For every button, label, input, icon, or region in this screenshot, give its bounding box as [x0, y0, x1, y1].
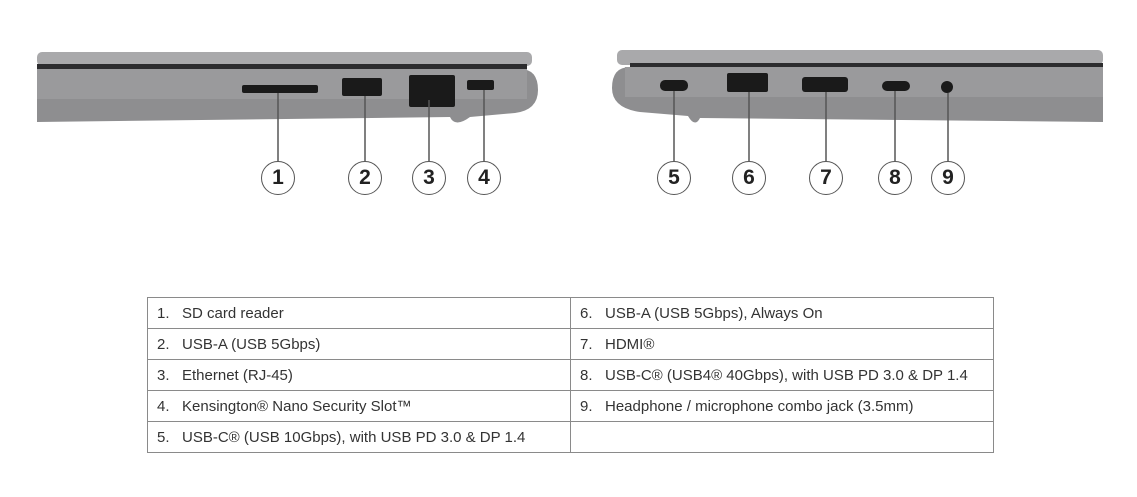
item-number: 6. [580, 304, 593, 322]
item-number: 2. [157, 335, 170, 353]
legend-item: 5. USB-C® (USB 10Gbps), with USB PD 3.0 &… [147, 421, 571, 453]
item-label: Ethernet (RJ-45) [182, 366, 293, 384]
table-row: 1. SD card reader 6. USB-A (USB 5Gbps), Al… [147, 297, 994, 329]
callout-9: 9 [931, 161, 965, 195]
table-row: 4. Kensington® Nano Security Slot™ 9. Head… [147, 390, 994, 422]
item-number: 9. [580, 397, 593, 415]
item-number: 4. [157, 397, 170, 415]
sd-card-slot [242, 85, 318, 93]
legend-item: 6. USB-A (USB 5Gbps), Always On [570, 297, 994, 329]
usb-c-port [660, 80, 688, 91]
table-row: 5. USB-C® (USB 10Gbps), with USB PD 3.0 &… [147, 421, 994, 453]
callout-3: 3 [412, 161, 446, 195]
legend-item: 1. SD card reader [147, 297, 571, 329]
item-label: Headphone / microphone combo jack (3.5mm… [605, 397, 914, 415]
callout-7: 7 [809, 161, 843, 195]
item-label: USB-C® (USB 10Gbps), with USB PD 3.0 & D… [182, 428, 526, 446]
security-slot [467, 80, 494, 90]
table-row: 3. Ethernet (RJ-45) 8. USB-C® (USB4® 40Gbp… [147, 359, 994, 391]
audio-jack [941, 81, 953, 93]
item-label: SD card reader [182, 304, 284, 322]
laptop-left-side [612, 50, 1103, 123]
laptop-side-views [37, 50, 1103, 161]
item-label: Kensington® Nano Security Slot™ [182, 397, 412, 415]
legend-item: 9. Headphone / microphone combo jack (3.5… [570, 390, 994, 422]
legend-item: 4. Kensington® Nano Security Slot™ [147, 390, 571, 422]
empty-cell [570, 421, 994, 453]
callout-5: 5 [657, 161, 691, 195]
ethernet-port [409, 75, 455, 107]
port-legend-table: 1. SD card reader 6. USB-A (USB 5Gbps), Al… [147, 297, 994, 453]
callout-8: 8 [878, 161, 912, 195]
hdmi-port [802, 77, 848, 92]
usb-a-port [727, 73, 768, 92]
item-number: 7. [580, 335, 593, 353]
legend-item: 2. USB-A (USB 5Gbps) [147, 328, 571, 360]
item-number: 5. [157, 428, 170, 446]
legend-item: 3. Ethernet (RJ-45) [147, 359, 571, 391]
legend-item: 7. HDMI® [570, 328, 994, 360]
item-label: USB-A (USB 5Gbps), Always On [605, 304, 823, 322]
item-number: 3. [157, 366, 170, 384]
usb-a-port [342, 78, 382, 96]
laptop-right-side [37, 52, 538, 123]
item-number: 8. [580, 366, 593, 384]
item-label: HDMI® [605, 335, 655, 353]
legend-item: 8. USB-C® (USB4® 40Gbps), with USB PD 3.0… [570, 359, 994, 391]
leader-lines [277, 90, 949, 161]
usb-c-port [882, 81, 910, 91]
callout-1: 1 [261, 161, 295, 195]
item-number: 1. [157, 304, 170, 322]
callout-6: 6 [732, 161, 766, 195]
item-label: USB-C® (USB4® 40Gbps), with USB PD 3.0 &… [605, 366, 968, 384]
table-row: 2. USB-A (USB 5Gbps) 7. HDMI® [147, 328, 994, 360]
item-label: USB-A (USB 5Gbps) [182, 335, 321, 353]
callout-2: 2 [348, 161, 382, 195]
callout-4: 4 [467, 161, 501, 195]
